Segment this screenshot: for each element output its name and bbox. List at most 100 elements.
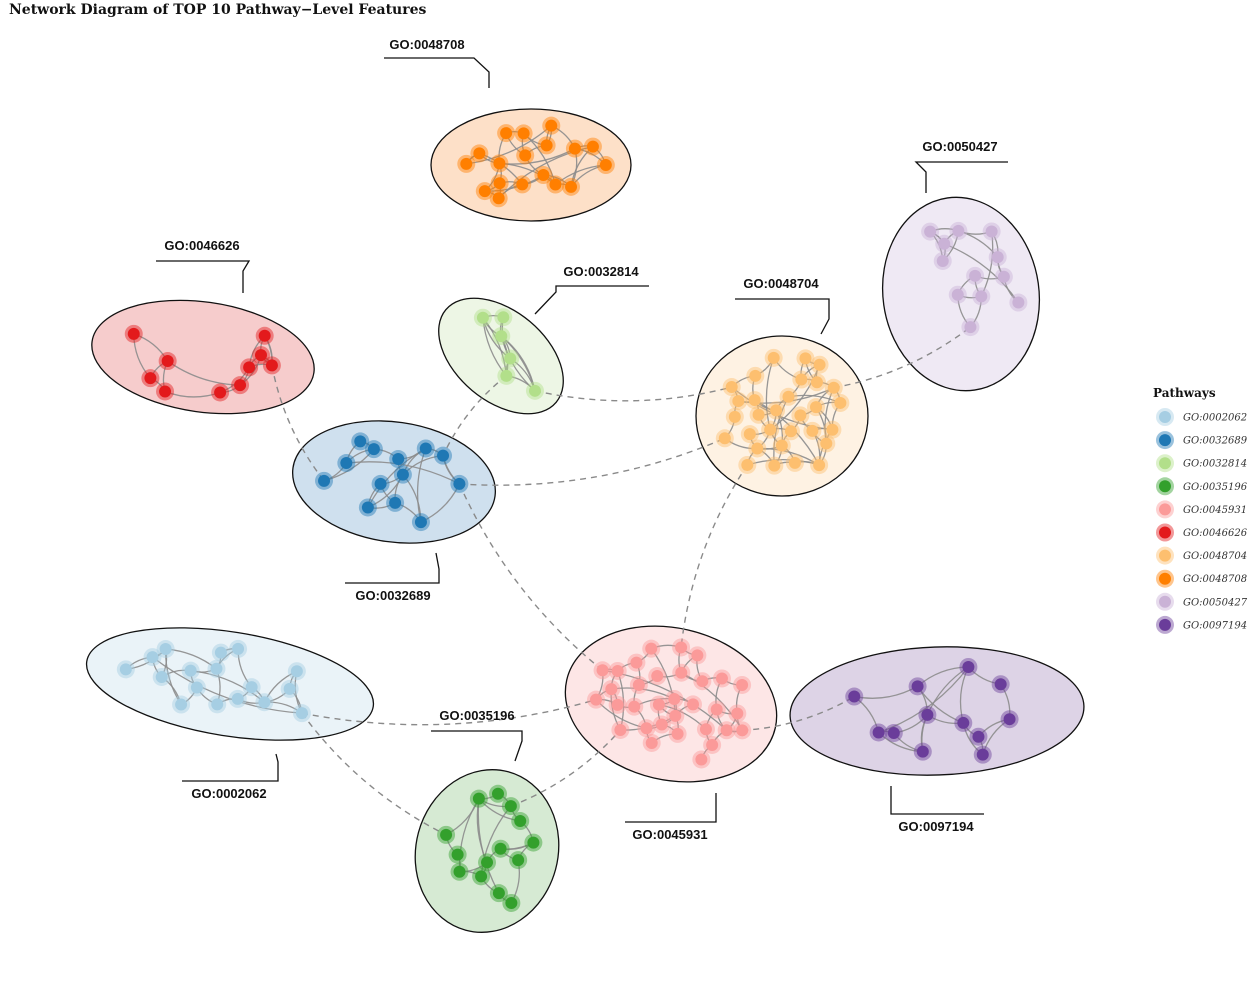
- cluster-label-go-0002062: GO:0002062: [191, 786, 266, 801]
- node-go-0048708: [517, 127, 530, 140]
- node-go-0045931: [675, 641, 688, 654]
- intra-edge: [773, 396, 790, 466]
- node-go-0032689: [374, 477, 387, 490]
- node-go-0048704: [725, 381, 738, 394]
- node-go-0002062: [290, 665, 303, 678]
- node-go-0032814: [528, 384, 541, 397]
- node-go-0045931: [720, 724, 733, 737]
- node-go-0045931: [671, 727, 684, 740]
- node-go-0048708: [540, 139, 553, 152]
- node-go-0032689: [361, 501, 374, 514]
- node-go-0002062: [245, 681, 258, 694]
- node-go-0046626: [214, 386, 227, 399]
- node-go-0045931: [715, 672, 728, 685]
- node-go-0048704: [782, 390, 795, 403]
- intra-edge: [466, 125, 552, 165]
- label-leader-go-0097194: [890, 786, 984, 815]
- node-go-0032689: [392, 453, 405, 466]
- intra-edge: [499, 148, 576, 165]
- cluster-hull-go-0048704: [695, 335, 869, 497]
- node-go-0045931: [675, 666, 688, 679]
- intra-edge: [416, 448, 427, 523]
- node-go-0048704: [768, 459, 781, 472]
- cluster-label-go-0045931: GO:0045931: [632, 827, 707, 842]
- node-go-0002062: [159, 643, 172, 656]
- cluster-label-go-0048708: GO:0048708: [389, 37, 464, 52]
- label-leader-go-0050427: [914, 161, 1008, 193]
- node-go-0046626: [258, 329, 271, 342]
- legend-key-go-0035196: [1159, 480, 1171, 493]
- legend-key-go-0048704: [1159, 549, 1171, 562]
- intra-edge: [480, 805, 512, 877]
- node-go-0097194: [972, 730, 985, 743]
- node-go-0048708: [599, 159, 612, 172]
- node-go-0032689: [453, 477, 466, 490]
- intra-edge: [854, 685, 918, 699]
- intra-edge: [167, 360, 241, 386]
- node-go-0048708: [549, 178, 562, 191]
- node-go-0097194: [848, 690, 861, 703]
- node-go-0032689: [414, 516, 427, 529]
- node-go-0097194: [1003, 713, 1016, 726]
- node-go-0045931: [691, 649, 704, 662]
- node-go-0002062: [146, 651, 159, 664]
- node-go-0048708: [493, 157, 506, 170]
- cluster-label-go-0097194: GO:0097194: [898, 819, 974, 834]
- intra-edge: [500, 335, 536, 392]
- cluster-label-go-0032814: GO:0032814: [563, 264, 639, 279]
- node-go-0048704: [751, 442, 764, 455]
- node-go-0045931: [651, 670, 664, 683]
- node-go-0048704: [741, 458, 754, 471]
- node-go-0002062: [190, 681, 203, 694]
- intra-edge: [943, 243, 1019, 303]
- node-go-0045931: [710, 703, 723, 716]
- node-go-0050427: [991, 251, 1004, 264]
- node-go-0048704: [718, 432, 731, 445]
- legend-key-go-0050427: [1159, 595, 1171, 608]
- node-go-0032689: [318, 474, 331, 487]
- node-go-0048704: [748, 394, 761, 407]
- node-go-0048708: [500, 127, 513, 140]
- node-go-0048708: [493, 177, 506, 190]
- node-go-0050427: [975, 290, 988, 303]
- node-go-0002062: [211, 698, 224, 711]
- node-go-0048704: [752, 408, 765, 421]
- node-go-0048704: [813, 459, 826, 472]
- node-go-0046626: [127, 327, 140, 340]
- node-go-0035196: [492, 887, 505, 900]
- node-go-0035196: [505, 896, 518, 909]
- node-go-0048708: [460, 157, 473, 170]
- legend-label-go-0097194: GO:0097194: [1183, 620, 1247, 631]
- node-go-0002062: [184, 664, 197, 677]
- node-go-0002062: [231, 692, 244, 705]
- legend-label-go-0035196: GO:0035196: [1183, 482, 1248, 493]
- node-go-0048704: [799, 352, 812, 365]
- intra-edge: [769, 364, 821, 431]
- inter-group-link: [534, 386, 732, 402]
- node-go-0097194: [887, 727, 900, 740]
- node-go-0048704: [795, 373, 808, 386]
- node-go-0048704: [826, 423, 839, 436]
- node-go-0045931: [655, 718, 668, 731]
- node-go-0032689: [396, 468, 409, 481]
- node-go-0032814: [476, 311, 489, 324]
- intra-edge: [680, 672, 743, 731]
- legend-label-go-0002062: GO:0002062: [1183, 413, 1247, 424]
- node-go-0045931: [668, 692, 681, 705]
- node-go-0048704: [749, 369, 762, 382]
- node-go-0045931: [614, 723, 627, 736]
- legend-key-go-0046626: [1159, 526, 1171, 539]
- node-go-0032689: [367, 443, 380, 456]
- node-go-0048704: [728, 410, 741, 423]
- intra-edge: [611, 687, 675, 700]
- legend-key-go-0045931: [1159, 503, 1171, 516]
- intra-edge: [980, 231, 994, 297]
- legend-label-go-0032814: GO:0032814: [1183, 459, 1247, 470]
- node-go-0048704: [775, 439, 788, 452]
- node-go-0050427: [969, 269, 982, 282]
- node-go-0002062: [210, 662, 223, 675]
- node-go-0046626: [159, 385, 172, 398]
- node-go-0045931: [611, 664, 624, 677]
- node-go-0045931: [699, 723, 712, 736]
- node-go-0048704: [810, 401, 823, 414]
